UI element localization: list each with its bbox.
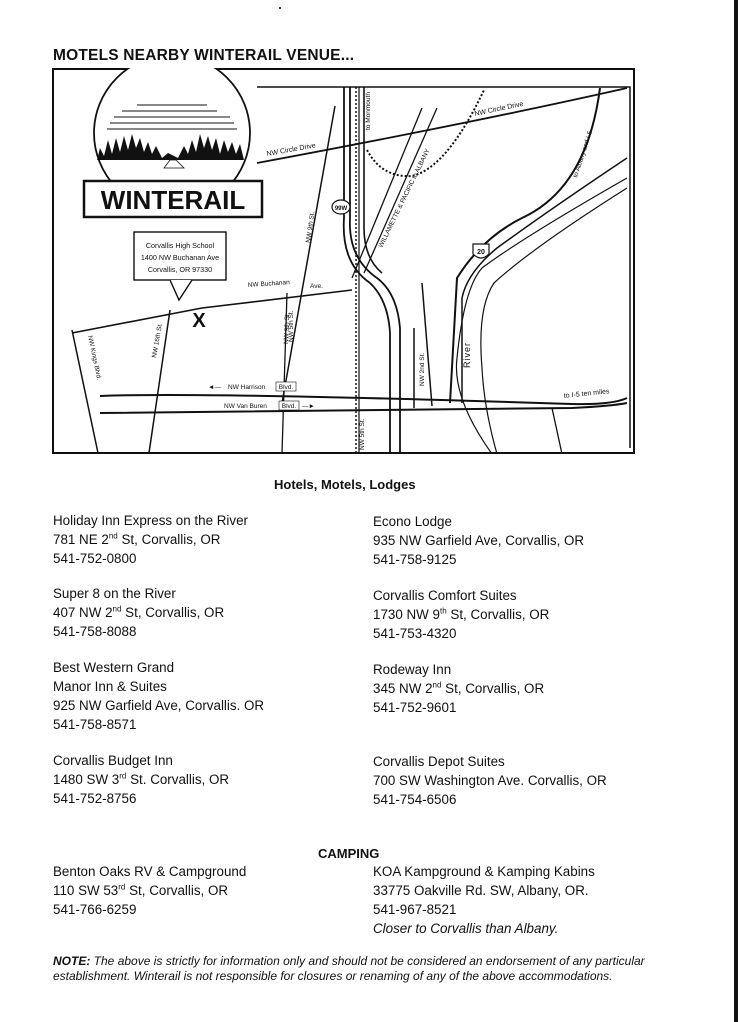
venue-line1: Corvallis High School — [146, 241, 215, 250]
label-buchanan-ave: Ave. — [310, 283, 323, 290]
hotel-name: Corvallis Depot Suites — [373, 754, 505, 769]
hotel-entry: Corvallis Depot Suites 700 SW Washington… — [373, 752, 607, 809]
disclaimer-note: NOTE: The above is strictly for informat… — [53, 954, 653, 984]
logo-text: WINTERAIL — [101, 185, 246, 215]
campground-address: 110 SW 53rd St, Corvallis, OR — [53, 882, 229, 898]
label-harrison-blvd: Blvd. — [279, 384, 294, 391]
hotel-entry: Holiday Inn Express on the River 781 NE … — [53, 511, 248, 568]
hotel-phone: 541-752-8756 — [53, 791, 137, 806]
hotel-name: Super 8 on the River — [53, 586, 176, 601]
label-kings-blvd: NW Kings Blvd. — [86, 335, 102, 381]
campground-name: KOA Kampground & Kamping Kabins — [373, 864, 595, 879]
hotel-entry: Econo Lodge 935 NW Garfield Ave, Corvall… — [373, 512, 584, 569]
hotel-entry: Best Western Grand Manor Inn & Suites 92… — [53, 658, 264, 734]
hotels-heading: Hotels, Motels, Lodges — [274, 477, 416, 492]
campground-address: 33775 Oakville Rd. SW, Albany, OR. — [373, 883, 589, 898]
note-label: NOTE: — [53, 954, 91, 968]
page-edge-bar — [734, 0, 738, 1022]
hotel-address: 1730 NW 9th St, Corvallis, OR — [373, 606, 550, 622]
road-harrison — [99, 394, 628, 406]
label-railroad: WILLAMETTE & PACIFIC to ALBANY — [378, 147, 432, 249]
label-16th-st: NW 16th St. — [151, 322, 164, 358]
hotel-name: Corvallis Comfort Suites — [373, 588, 517, 603]
hotel-entry: Rodeway Inn 345 NW 2nd St, Corvallis, OR… — [373, 660, 544, 717]
map-border — [52, 68, 635, 454]
hotel-entry: Corvallis Comfort Suites 1730 NW 9th St,… — [373, 586, 549, 643]
label-van-buren: NW Van Buren — [224, 403, 267, 410]
hotel-entry: Corvallis Budget Inn 1480 SW 3rd St. Cor… — [53, 751, 229, 808]
camping-heading: CAMPING — [318, 846, 380, 861]
campground-entry: KOA Kampground & Kamping Kabins 33775 Oa… — [373, 862, 595, 938]
label-2nd-st: NW 2nd St. — [419, 353, 426, 386]
hotel-address: 407 NW 2nd St, Corvallis, OR — [53, 604, 225, 620]
hotel-phone: 541-758-9125 — [373, 552, 457, 567]
river-bank-right — [480, 187, 628, 454]
venue-line2: 1400 NW Buchanan Ave — [141, 253, 219, 262]
hotel-phone: 541-754-6506 — [373, 792, 457, 807]
campground-entry: Benton Oaks RV & Campground 110 SW 53rd … — [53, 862, 246, 919]
label-buchanan: NW Buchanan — [248, 279, 291, 289]
note-text: The above is strictly for information on… — [53, 954, 645, 983]
hwy-99w-shield — [331, 199, 351, 215]
hotel-phone: 541-752-9601 — [373, 700, 457, 715]
hotel-name: Rodeway Inn — [373, 662, 452, 677]
hotel-address: 935 NW Garfield Ave, Corvallis, OR — [373, 533, 585, 548]
hotel-phone: 541-753-4320 — [373, 626, 457, 641]
road-kings — [71, 329, 99, 454]
label-to-monmouth: to Monmouth — [365, 92, 372, 130]
venue-marker-x: X — [192, 310, 206, 332]
label-5th-st-bottom: NW 5th St. — [359, 418, 366, 450]
river-bank-left — [455, 177, 628, 454]
hotel-address: 700 SW Washington Ave. Corvallis, OR — [373, 773, 607, 788]
label-van-buren-arrow: —► — [302, 403, 315, 410]
railroad-loop — [366, 89, 485, 178]
road-hwy20 — [449, 87, 601, 404]
campground-phone: 541-967-8521 — [373, 902, 457, 917]
road-99w-b — [342, 87, 391, 454]
road-buchanan — [71, 289, 353, 334]
label-van-buren-blvd: Blvd. — [282, 403, 297, 410]
hotel-address: 925 NW Garfield Ave, Corvallis. OR — [53, 698, 265, 713]
label-to-albany: to Albany and I-5 — [572, 130, 594, 179]
label-9th-st-top: NW 9th St. — [305, 211, 316, 243]
campground-phone: 541-766-6259 — [53, 902, 137, 917]
treeline-graphic — [97, 134, 244, 160]
label-hwy-99w: 99W — [335, 206, 348, 212]
hotel-phone: 541-752-0800 — [53, 551, 137, 566]
hotel-address: 781 NE 2nd St, Corvallis, OR — [53, 531, 221, 547]
hotel-name: Best Western Grand — [53, 660, 175, 675]
scan-speck — [279, 7, 281, 9]
hotel-address: 1480 SW 3rd St. Corvallis, OR — [53, 771, 230, 787]
label-circle-drive-left: NW Circle Drive — [266, 142, 316, 158]
label-hwy-20: 20 — [477, 249, 485, 256]
hotel-name: Econo Lodge — [373, 514, 452, 529]
hotel-phone: 541-758-8088 — [53, 624, 137, 639]
logo-banner — [82, 179, 264, 219]
campground-name: Benton Oaks RV & Campground — [53, 864, 247, 879]
road-van-buren — [99, 402, 628, 414]
road-monmouth — [363, 87, 383, 274]
hwy-20-shield — [472, 243, 490, 259]
hotel-name: Corvallis Budget Inn — [53, 753, 173, 768]
road-9th-st — [281, 105, 336, 404]
label-9th-st-bottom: NW 9th St. — [283, 312, 291, 344]
venue-map: WINTERAIL Corvallis High School 1400 NW … — [52, 68, 635, 454]
label-5th-st-left: NW 5th St. — [288, 310, 295, 342]
hotel-address: 345 NW 2nd St, Corvallis, OR — [373, 680, 545, 696]
label-harrison-arrow: ◄— — [208, 384, 221, 391]
hotel-entry: Super 8 on the River 407 NW 2nd St, Corv… — [53, 584, 224, 641]
label-to-i5: to I-5 ten miles — [563, 388, 610, 400]
hotel-phone: 541-758-8571 — [53, 717, 137, 732]
hotel-name-line2: Manor Inn & Suites — [53, 679, 167, 694]
campground-note: Closer to Corvallis than Albany. — [373, 921, 559, 936]
hotel-name: Holiday Inn Express on the River — [53, 513, 249, 528]
venue-line3: Corvallis, OR 97330 — [148, 265, 212, 274]
label-river: River — [462, 342, 472, 368]
page-title: MOTELS NEARBY WINTERAIL VENUE... — [53, 47, 355, 64]
label-harrison: NW Harrison — [228, 384, 266, 391]
road-16th-st — [148, 309, 171, 454]
road-circle-drive — [256, 87, 628, 164]
road-99w-a — [349, 87, 401, 454]
